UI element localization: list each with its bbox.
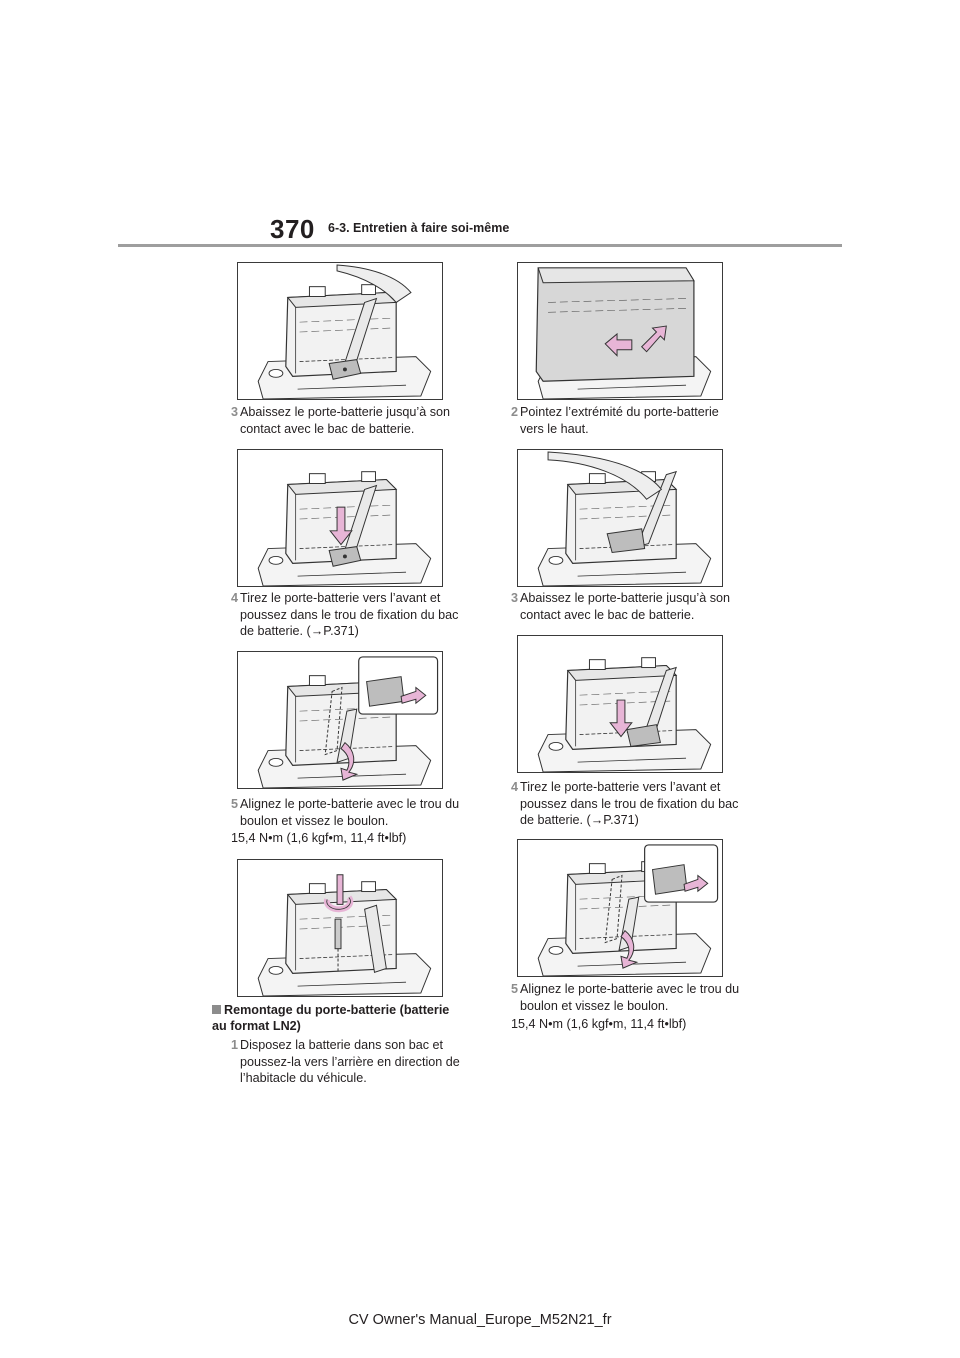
step-number: 3 (231, 405, 239, 419)
figure-push-into-hole-right (517, 839, 723, 977)
step-number: 5 (231, 797, 239, 811)
step-text: Alignez le porte-batterie avec le trou d… (240, 797, 460, 828)
right-step-4: 4 Tirez le porte-batterie vers l’avant e… (511, 779, 746, 829)
right-step-2: 2 Pointez l’extrémité du porte-batterie … (511, 404, 746, 437)
left-step-5: 5 Alignez le porte-batterie avec le trou… (231, 796, 466, 829)
step-text: Tirez le porte-batterie vers l’avant et … (520, 780, 739, 827)
step-text: Disposez la batterie dans son bac et pou… (240, 1038, 460, 1085)
step-number: 4 (231, 591, 239, 605)
step-text: Pointez l’extrémité du porte-batterie ve… (520, 405, 719, 436)
page-number: 370 (270, 214, 315, 244)
right-torque: 15,4 N•m (1,6 kgf•m, 11,4 ft•lbf) (511, 1017, 687, 1031)
figure-lower-holder-arrow (237, 449, 443, 587)
section-title: 6-3. Entretien à faire soi-même (328, 221, 510, 235)
footer-manual-id: CV Owner's Manual_Europe_M52N21_fr (348, 1312, 612, 1328)
left-torque: 15,4 N•m (1,6 kgf•m, 11,4 ft•lbf) (231, 831, 407, 845)
figure-push-into-hole (237, 651, 443, 789)
left-step-1: 1 Disposez la batterie dans son bac et p… (231, 1037, 466, 1087)
heading-text: Remontage du porte-batterie (batterie au… (212, 1003, 450, 1033)
step-number: 5 (511, 982, 519, 996)
left-step-3: 3 Abaissez le porte-batterie jusqu’à son… (231, 404, 466, 437)
step-number: 1 (231, 1038, 239, 1052)
step-text: Abaissez le porte-batterie jusqu’à son c… (240, 405, 451, 436)
header-rule (118, 244, 842, 247)
figure-lower-holder-hand (237, 262, 443, 400)
step-number: 4 (511, 780, 519, 794)
figure-point-holder-up (517, 449, 723, 587)
figure-push-battery-back (517, 262, 723, 400)
figure-tighten-bolt (237, 859, 443, 997)
step-number: 2 (511, 405, 519, 419)
right-step-3: 3 Abaissez le porte-batterie jusqu’à son… (511, 590, 746, 623)
right-step-5: 5 Alignez le porte-batterie avec le trou… (511, 981, 746, 1014)
step-text: Tirez le porte-batterie vers l’avant et … (240, 591, 459, 638)
step-text: Alignez le porte-batterie avec le trou d… (520, 982, 740, 1013)
section-heading: Remontage du porte-batterie (batterie au… (212, 1002, 457, 1034)
heading-bullet (212, 1005, 221, 1014)
step-text: Abaissez le porte-batterie jusqu’à son c… (520, 591, 731, 622)
figure-lower-holder-arrow-right (517, 635, 723, 773)
left-step-4: 4 Tirez le porte-batterie vers l’avant e… (231, 590, 466, 640)
step-number: 3 (511, 591, 519, 605)
